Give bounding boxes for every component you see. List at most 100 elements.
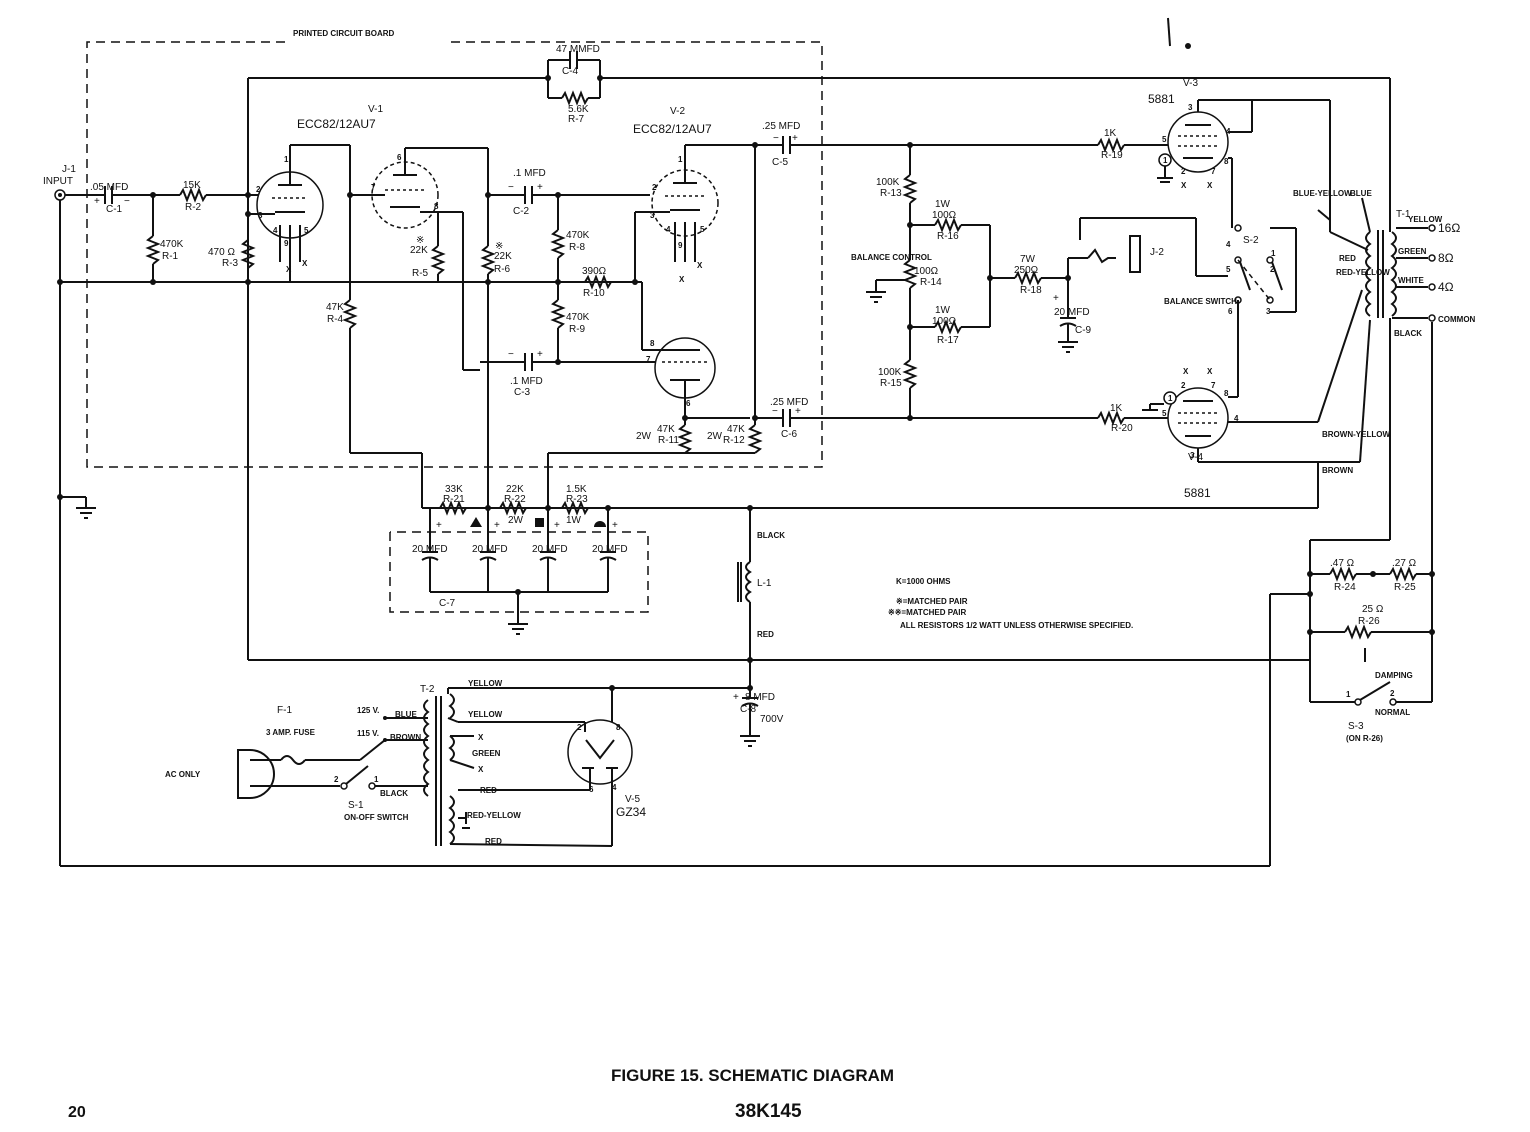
pcb-outline bbox=[86, 41, 823, 468]
c7-sections bbox=[421, 508, 617, 635]
ac-plug bbox=[237, 749, 275, 799]
r20-value: 1K bbox=[1110, 403, 1123, 414]
svg-text:2: 2 bbox=[1390, 689, 1395, 698]
svg-text:1: 1 bbox=[1168, 394, 1173, 403]
t1-secondary bbox=[1390, 231, 1397, 317]
v3-tube bbox=[1167, 111, 1229, 173]
c9-value: 20 MFD bbox=[1054, 307, 1090, 318]
t1-blue: BLUE bbox=[1350, 189, 1372, 198]
j2-jack bbox=[1129, 235, 1141, 273]
damping-label: DAMPING bbox=[1375, 671, 1413, 680]
t2-yellow-2: YELLOW bbox=[468, 710, 503, 719]
svg-text:+: + bbox=[1053, 293, 1059, 304]
r10-value: 390Ω bbox=[582, 266, 607, 277]
r1-name: R-1 bbox=[162, 251, 179, 262]
svg-text:6: 6 bbox=[589, 785, 594, 794]
svg-text:+: + bbox=[792, 133, 798, 144]
r17-watt: 1W bbox=[935, 305, 951, 316]
svg-text:7: 7 bbox=[1211, 167, 1216, 176]
svg-text:+: + bbox=[612, 520, 618, 531]
svg-text:4: 4 bbox=[273, 226, 278, 235]
figure-part-number: 38K145 bbox=[735, 1101, 802, 1122]
c2-value: .1 MFD bbox=[513, 168, 546, 179]
primary-black: BLACK bbox=[380, 789, 408, 798]
svg-text:2: 2 bbox=[256, 185, 261, 194]
v1-name: V-1 bbox=[368, 104, 383, 115]
t2-primary bbox=[423, 699, 430, 797]
svg-text:X: X bbox=[478, 733, 484, 742]
tap-16-ohm: 16Ω bbox=[1438, 221, 1460, 235]
c3-value: .1 MFD bbox=[510, 376, 543, 387]
svg-text:+: + bbox=[733, 692, 739, 703]
svg-text:※: ※ bbox=[416, 235, 424, 246]
r13-value: 100K bbox=[876, 177, 900, 188]
r18-value: 250Ω bbox=[1014, 265, 1039, 276]
svg-text:−: − bbox=[508, 349, 514, 360]
svg-text:6: 6 bbox=[1228, 307, 1233, 316]
r12-name: R-12 bbox=[723, 435, 745, 446]
l1-black: BLACK bbox=[757, 531, 785, 540]
r14-name: R-14 bbox=[920, 277, 942, 288]
r11-name: R-11 bbox=[658, 435, 679, 446]
v4-name: V-4 bbox=[1188, 452, 1203, 463]
r6-name: R-6 bbox=[494, 264, 511, 275]
t1-brown: BROWN bbox=[1322, 466, 1353, 475]
c2-name: C-2 bbox=[513, 206, 530, 217]
t1-blue-yellow: BLUE-YELLOW bbox=[1293, 189, 1352, 198]
input-jack-name: J-1 bbox=[62, 164, 76, 175]
svg-text:+: + bbox=[554, 520, 560, 531]
c7-d-value: 20 MFD bbox=[592, 544, 628, 555]
r20-name: R-20 bbox=[1111, 423, 1133, 434]
svg-text:+: + bbox=[494, 520, 500, 531]
normal-label: NORMAL bbox=[1375, 708, 1410, 717]
svg-text:5: 5 bbox=[700, 225, 705, 234]
input-jack-label: INPUT bbox=[43, 176, 73, 187]
svg-text:8: 8 bbox=[1224, 389, 1229, 398]
c4-name: C-4 bbox=[562, 66, 579, 77]
r7-value: 5.6K bbox=[568, 104, 589, 115]
r15-value: 100K bbox=[878, 367, 902, 378]
r17-name: R-17 bbox=[937, 335, 959, 346]
t2-red-1: RED bbox=[480, 786, 497, 795]
s1-desc: ON-OFF SWITCH bbox=[344, 813, 409, 822]
svg-text:6: 6 bbox=[686, 399, 691, 408]
tap-115v: 115 V. bbox=[357, 729, 379, 738]
svg-text:X: X bbox=[1207, 181, 1213, 190]
v1-type: ECC82/12AU7 bbox=[297, 117, 376, 131]
svg-text:2: 2 bbox=[652, 183, 657, 192]
svg-text:−: − bbox=[773, 133, 779, 144]
svg-text:X: X bbox=[679, 275, 685, 284]
svg-text:5: 5 bbox=[1162, 409, 1167, 418]
svg-text:※: ※ bbox=[495, 241, 503, 252]
r18-watt: 7W bbox=[1020, 254, 1036, 265]
svg-text:2: 2 bbox=[1181, 167, 1186, 176]
c9-name: C-9 bbox=[1075, 325, 1092, 336]
balance-control-label: BALANCE CONTROL bbox=[851, 253, 932, 262]
v3-type: 5881 bbox=[1148, 92, 1175, 106]
r12-watt: 2W bbox=[707, 431, 723, 442]
t1-yellow: YELLOW bbox=[1408, 215, 1443, 224]
svg-text:1: 1 bbox=[678, 155, 683, 164]
r5-name: R-5 bbox=[412, 268, 429, 279]
fuse-symbol bbox=[280, 755, 306, 765]
svg-text:9: 9 bbox=[678, 241, 683, 250]
fuse-rating: 3 AMP. FUSE bbox=[266, 728, 316, 737]
t2-red-yellow: RED-YELLOW bbox=[467, 811, 521, 820]
svg-text:−: − bbox=[772, 406, 778, 417]
l1-red: RED bbox=[757, 630, 774, 639]
t1-green: GREEN bbox=[1398, 247, 1427, 256]
t1-black: BLACK bbox=[1394, 329, 1422, 338]
primary-blue: BLUE bbox=[395, 710, 417, 719]
note-matched-1: ※=MATCHED PAIR bbox=[896, 597, 968, 606]
svg-text:7: 7 bbox=[1211, 381, 1216, 390]
t1-red-yellow: RED-YELLOW bbox=[1336, 268, 1390, 277]
note-resistors: ALL RESISTORS 1/2 WATT UNLESS OTHERWISE … bbox=[900, 621, 1133, 630]
svg-text:3: 3 bbox=[1188, 103, 1193, 112]
r16-name: R-16 bbox=[937, 231, 959, 242]
c4-value: 47 MMFD bbox=[556, 44, 600, 55]
r13-name: R-13 bbox=[880, 188, 902, 199]
svg-text:1: 1 bbox=[1271, 249, 1276, 258]
tap-125v: 125 V. bbox=[357, 706, 379, 715]
svg-text:5: 5 bbox=[1162, 135, 1167, 144]
t1-brown-yellow: BROWN-YELLOW bbox=[1322, 430, 1390, 439]
